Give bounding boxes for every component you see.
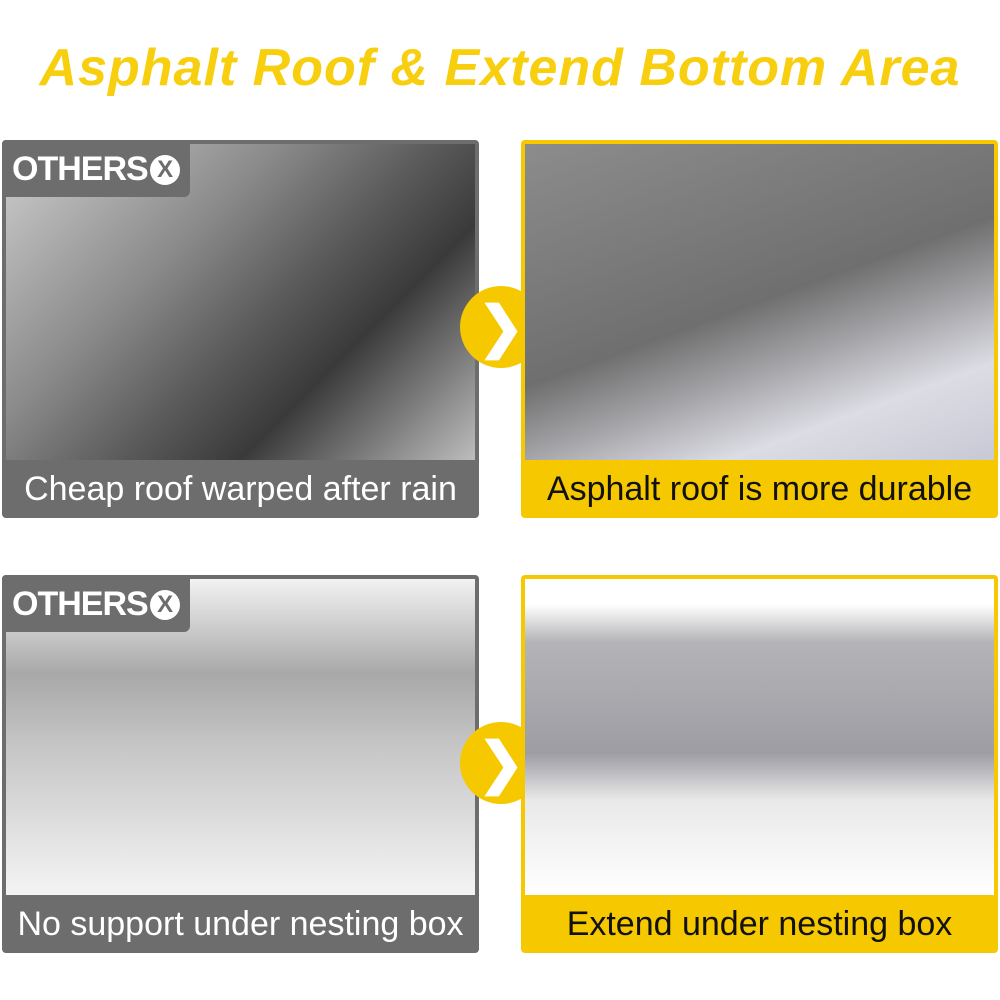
- asphalt-roof-panel: Asphalt roof is more durable: [521, 140, 998, 518]
- x-icon: X: [149, 154, 180, 185]
- others-label: OTHERS: [12, 150, 149, 188]
- bad-caption: No support under nesting box: [17, 904, 464, 943]
- bad-caption: Cheap roof warped after rain: [24, 469, 457, 508]
- extended-nesting-panel: Extend under nesting box: [521, 575, 998, 953]
- good-caption: Extend under nesting box: [566, 904, 953, 943]
- good-caption: Asphalt roof is more durable: [546, 469, 973, 508]
- chicken-coop-photo: [525, 579, 994, 895]
- x-icon: X: [149, 589, 180, 620]
- others-label: OTHERS: [12, 585, 149, 623]
- asphalt-roof-photo: [525, 144, 994, 460]
- page-title: Asphalt Roof & Extend Bottom Area: [39, 39, 961, 97]
